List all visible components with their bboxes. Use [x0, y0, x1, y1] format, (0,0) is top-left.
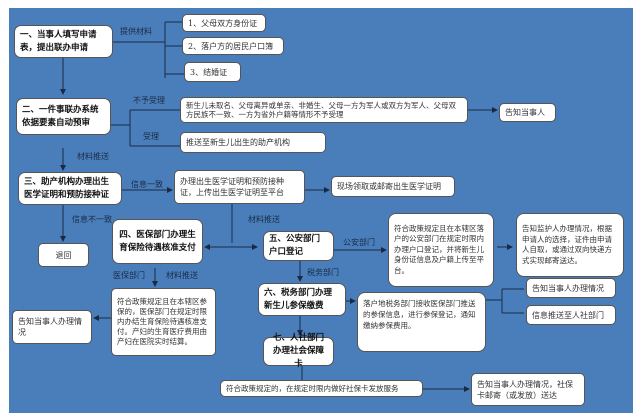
- step-6-tax-payment: 六、税务部门办理新生儿参保缴费: [258, 283, 346, 316]
- step-4-medical-insurance: 四、医保部门办理生育保险待遇核准支付: [112, 219, 203, 264]
- material-1: 1、父母双方身份证: [182, 14, 266, 32]
- guardian-notify: 告知监护人办理情况，根据申请人的选择，证件由申请人自取，或通过双向快递方式实现邮…: [516, 213, 624, 277]
- step-3-birth-cert: 三、助产机构办理出生医学证明和预防接种证: [18, 172, 122, 205]
- step-7-social-security-card: 七、人社部门办理社会保障卡: [263, 333, 334, 369]
- label-reject: 不予受理: [133, 96, 165, 105]
- label-tax-dept: 税务部门: [307, 268, 339, 277]
- tax-notify: 告知当事人办理情况: [526, 278, 616, 298]
- material-2: 2、落户方的居民户口簿: [182, 37, 284, 55]
- tax-desc: 落户地税务部门接收医保部门推送的参保信息，进行参保登记，通知缴纳参保费用。: [357, 292, 486, 352]
- label-accept: 受理: [143, 132, 159, 141]
- return-box: 退回: [38, 243, 89, 267]
- medical-desc: 符合政策规定且在本辖区参保的，医保部门在规定时限内办结生育保险待遇核准支付。产妇…: [111, 288, 216, 356]
- step-5-household-registration: 五、公安部门户口登记: [263, 231, 334, 261]
- label-police-dept: 公安部门: [343, 238, 375, 247]
- tax-push-hr: 信息推送至人社部门: [526, 305, 616, 325]
- label-push-materials-3: 材料推送: [166, 271, 198, 280]
- card-notify: 告知当事人办理情况，社保卡邮寄（或发放）送达: [471, 373, 585, 406]
- card-desc: 符合政策规定的，在规定时限内做好社保卡发放服务: [220, 380, 423, 397]
- cert-upload: 办理出生医学证明和预防接种证，上传出生医学证明至平台: [174, 170, 305, 204]
- reject-conditions: 新生儿未取名、父母离异或单亲、非婚生、父母一方为军人或双方为军人、父母双方民族不…: [180, 97, 468, 123]
- label-inconsistent: 信息不一致: [72, 215, 112, 224]
- step-1-apply: 一、当事人填写申请表，提出联办申请: [14, 25, 113, 58]
- label-consistent: 信息一致: [131, 180, 163, 189]
- pickup-cert: 现场领取或邮寄出生医学证明: [331, 176, 455, 197]
- step-2-precheck: 二、一件事联办系统依据要素自动预审: [16, 98, 111, 135]
- label-medical-dept: 医保部门: [113, 271, 145, 280]
- accept-push: 推送至新生儿出生的助产机构: [180, 132, 326, 153]
- notify-party: 告知当事人: [499, 103, 556, 122]
- material-3: 3、结婚证: [184, 62, 241, 82]
- police-desc: 符合政策规定且在本辖区落户的公安部门在规定时限内办理户口登记，并将新生儿身份证信…: [388, 213, 494, 287]
- medical-notify: 告知当事人办理情况: [12, 310, 92, 344]
- label-push-materials-2: 材料推送: [248, 215, 280, 224]
- label-provide-materials: 提供材料: [120, 27, 152, 36]
- label-push-materials: 材料推送: [77, 152, 109, 161]
